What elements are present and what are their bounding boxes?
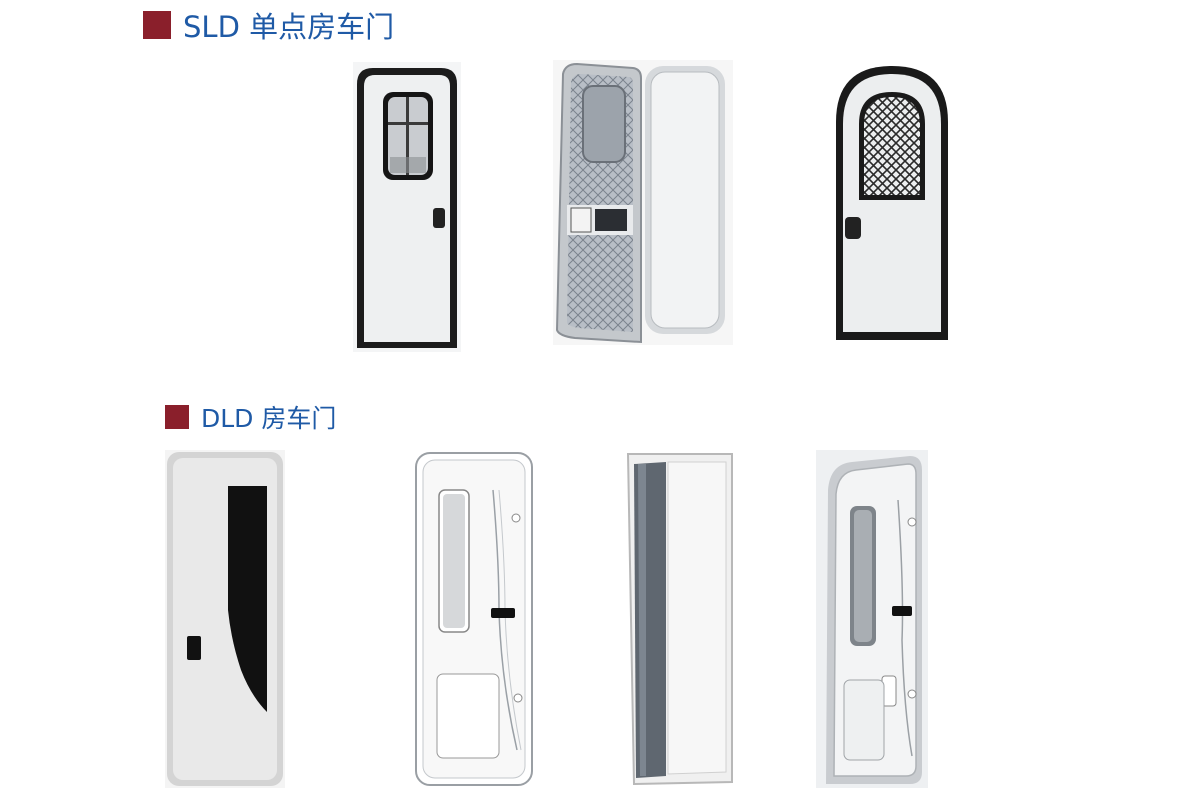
dld-white-panel-door-image [413, 450, 535, 788]
dld-sliding-screen-door-image [612, 450, 734, 788]
sld-open-door-screen-image [553, 60, 733, 345]
section-marker-icon [143, 11, 171, 39]
section-marker-icon [165, 405, 189, 429]
sld-window-door-image [353, 62, 461, 352]
sld-section-title: SLD 单点房车门 [143, 8, 394, 44]
dld-black-panel-door-image [165, 450, 285, 788]
dld-title-text: DLD 房车门 [201, 404, 337, 433]
dld-section-title: DLD 房车门 [165, 400, 336, 434]
sld-title-text: SLD 单点房车门 [183, 10, 395, 44]
dld-grey-panel-door-image [816, 450, 928, 788]
sld-arched-window-door-image [833, 62, 951, 342]
